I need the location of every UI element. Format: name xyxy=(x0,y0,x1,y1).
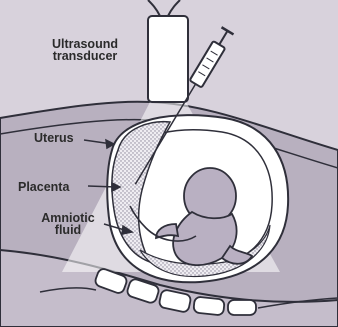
placenta-label: Placenta xyxy=(18,181,88,193)
amniotic-fluid-label: Amniotic fluid xyxy=(30,212,106,236)
transducer-label: Ultrasound transducer xyxy=(40,38,130,62)
uterus-label: Uterus xyxy=(34,132,84,144)
ultrasound-transducer-icon xyxy=(148,0,188,102)
